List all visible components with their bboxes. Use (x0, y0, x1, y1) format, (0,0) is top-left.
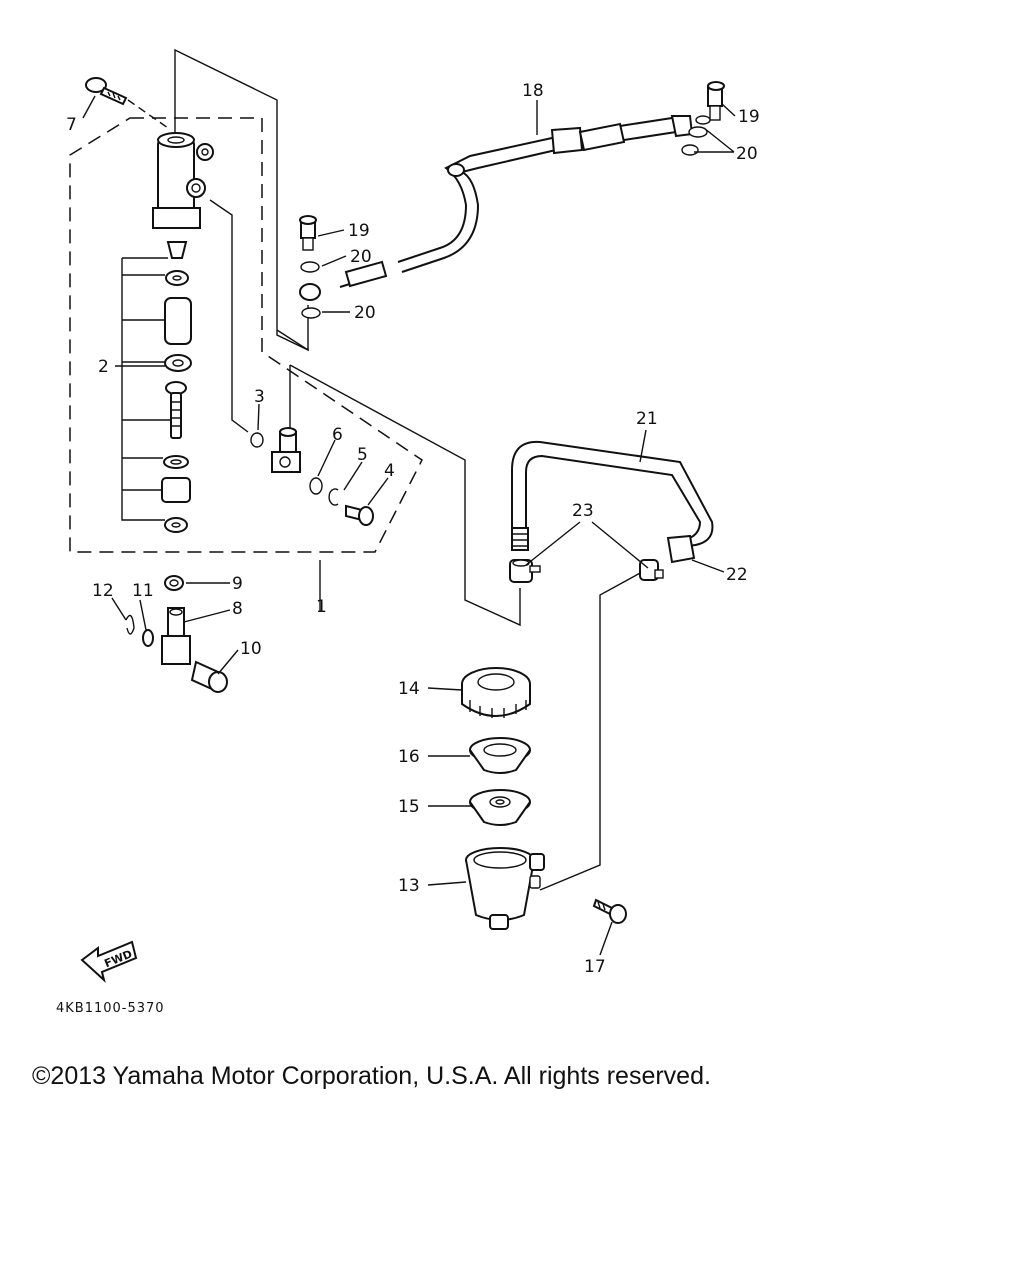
callout-3: 3 (254, 387, 265, 407)
union-bolt-19-upper (707, 81, 725, 121)
reservoir-13 (465, 847, 545, 930)
callout-17: 17 (584, 957, 606, 977)
bolt-7-axis (127, 99, 169, 129)
parts-diagram: FWD 7 2 3 6 5 4 1 (56, 48, 760, 1016)
diaphragm-plate-16 (469, 737, 531, 774)
callout-16: 16 (398, 747, 420, 767)
callout-19-lower: 19 (348, 221, 370, 241)
fwd-label: FWD (102, 947, 134, 970)
callout-7: 7 (66, 115, 77, 135)
callout-9: 9 (232, 574, 243, 594)
callout-12: 12 (92, 581, 114, 601)
callout-10: 10 (240, 639, 262, 659)
diaphragm-15 (469, 789, 531, 826)
callout-22: 22 (726, 565, 748, 585)
callout-2: 2 (98, 357, 109, 377)
union-fitting (250, 427, 374, 526)
callout-19-upper: 19 (738, 107, 760, 127)
assembly-boundary-1 (69, 117, 423, 553)
screw-17 (592, 898, 627, 924)
union-bolt-19-lower (299, 215, 317, 251)
bolt-7 (85, 77, 128, 106)
hose-clamp-23-left (509, 559, 541, 583)
reservoir-hose-21 (511, 440, 714, 564)
callout-11: 11 (132, 581, 154, 601)
reference-line-body-to-union (209, 199, 249, 433)
copyright-notice: ©2013 Yamaha Motor Corporation, U.S.A. A… (32, 1062, 711, 1090)
leader-lines (82, 95, 736, 956)
hose-clamp-23-right (639, 559, 664, 581)
reference-line-union-to-hose (289, 364, 521, 627)
callout-labels: 7 2 3 6 5 4 1 9 12 11 8 10 18 19 20 19 2… (66, 81, 760, 977)
callout-4: 4 (384, 461, 395, 481)
callout-21: 21 (636, 409, 658, 429)
callout-14: 14 (398, 679, 420, 699)
stack-bracket (121, 257, 171, 521)
callout-13: 13 (398, 876, 420, 896)
callout-20-middle: 20 (350, 247, 372, 267)
brake-hose-18 (299, 115, 694, 301)
callout-8: 8 (232, 599, 243, 619)
callout-5: 5 (357, 445, 368, 465)
callout-18: 18 (522, 81, 544, 101)
callout-20-upper: 20 (736, 144, 758, 164)
reservoir-cap-14 (461, 667, 531, 718)
piston-kit-2 (161, 241, 192, 533)
callout-1: 1 (316, 597, 327, 617)
reference-line-clamp-to-reservoir (539, 571, 643, 891)
fwd-arrow-icon: FWD (80, 940, 138, 983)
reference-line-hose-joint (276, 305, 309, 352)
master-cylinder-body (152, 132, 214, 229)
washer-20-b (301, 307, 321, 319)
diagram-code: 4KB1100-5370 (56, 1001, 165, 1016)
washer-20-a (300, 261, 320, 273)
callout-6: 6 (332, 425, 343, 445)
callout-20-lower: 20 (354, 303, 376, 323)
callout-23: 23 (572, 501, 594, 521)
clevis-assembly (125, 575, 228, 693)
callout-15: 15 (398, 797, 420, 817)
